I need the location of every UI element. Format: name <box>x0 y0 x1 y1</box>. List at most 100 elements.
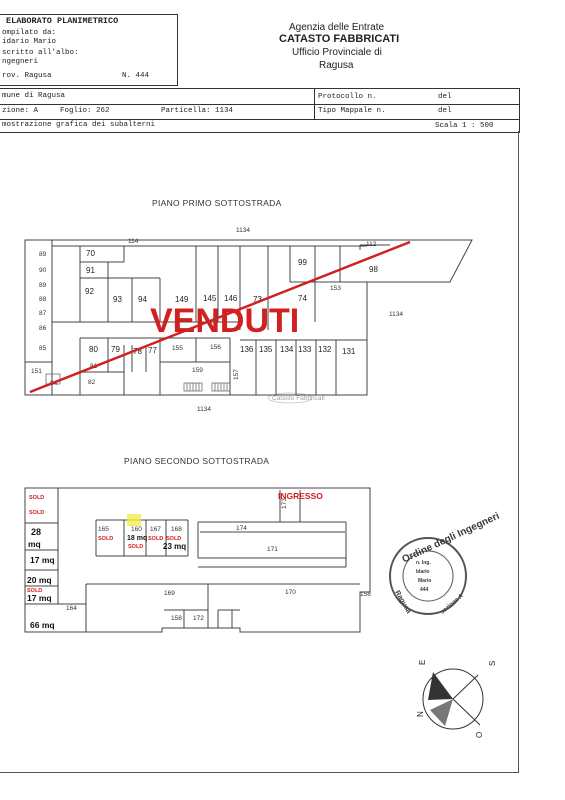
svg-text:153: 153 <box>330 285 341 292</box>
svg-text:112: 112 <box>366 241 377 248</box>
svg-text:SOLD: SOLD <box>128 544 143 550</box>
svg-text:23 mq: 23 mq <box>163 542 186 551</box>
page-frame-right <box>518 131 519 773</box>
province-label: rov. Ragusa <box>2 72 52 80</box>
svg-text:168: 168 <box>171 526 182 533</box>
svg-text:173: 173 <box>281 498 288 509</box>
protocollo-del: del <box>438 93 452 101</box>
svg-text:SOLD: SOLD <box>148 536 163 542</box>
svg-text:89: 89 <box>39 251 47 258</box>
svg-text:146: 146 <box>224 294 238 303</box>
svg-text:Catasto Fabbricati: Catasto Fabbricati <box>272 395 325 402</box>
compiled-name: idario Mario <box>2 38 57 46</box>
plan1-left-labels: 89 90 89 88 87 86 85 151 <box>31 251 47 375</box>
svg-text:20 mq: 20 mq <box>27 575 52 585</box>
plan1-parcel-top: 1134 <box>236 227 250 234</box>
tipo-mappale-label: Tipo Mappale n. <box>318 107 386 115</box>
plan2-highlight <box>127 514 141 526</box>
plan2-outline <box>24 487 371 633</box>
svg-text:O: O <box>475 732 484 738</box>
svg-text:73: 73 <box>253 295 262 304</box>
doc-title: ELABORATO PLANIMETRICO <box>6 16 119 26</box>
info-row-divider-1 <box>0 104 520 105</box>
plan2-annotations: SOLD SOLD INGRESSO 28 mq 17 mq 20 mq SOL… <box>27 491 323 630</box>
plan1-faint-stamp: Catasto Fabbricati <box>267 392 325 404</box>
svg-text:174: 174 <box>236 525 247 532</box>
protocollo-label: Protocollo n. <box>318 93 377 101</box>
svg-text:N: N <box>416 711 425 717</box>
svg-text:E: E <box>418 660 427 665</box>
plan1-parcel-bottom: 1134 <box>197 406 211 413</box>
svg-text:Mario: Mario <box>418 578 431 584</box>
svg-text:159: 159 <box>192 367 203 374</box>
svg-text:mq: mq <box>28 539 41 549</box>
svg-text:85: 85 <box>39 345 47 352</box>
svg-text:66 mq: 66 mq <box>30 620 55 630</box>
svg-text:SOLD: SOLD <box>29 495 44 501</box>
svg-text:134: 134 <box>280 345 294 354</box>
svg-text:172: 172 <box>193 615 204 622</box>
albo-label: scritto all'albo: <box>2 49 79 57</box>
svg-text:114: 114 <box>128 238 139 245</box>
office-city: Ragusa <box>319 60 354 71</box>
svg-text:167: 167 <box>150 526 161 533</box>
plan1-room-labels: 70 91 92 93 94 149 145 146 73 74 99 98 1… <box>50 238 378 387</box>
engineer-stamp: Ordine degli Ingegneri Ragusa n. Ing. Id… <box>389 511 501 616</box>
svg-text:70: 70 <box>86 249 95 258</box>
svg-text:165: 165 <box>98 526 109 533</box>
info-col-divider <box>314 88 315 119</box>
registration-number: N. 444 <box>122 72 150 80</box>
svg-text:SOLD: SOLD <box>98 536 113 542</box>
svg-text:160: 160 <box>131 526 142 533</box>
svg-text:74: 74 <box>298 294 307 303</box>
svg-text:INGRESSO: INGRESSO <box>278 491 323 501</box>
plan1-stairs <box>45 373 231 392</box>
svg-text:88: 88 <box>39 296 47 303</box>
svg-text:77: 77 <box>148 346 157 355</box>
svg-text:18 mq: 18 mq <box>127 535 147 542</box>
office-name: Ufficio Provinciale di <box>292 47 382 58</box>
svg-text:94: 94 <box>138 295 147 304</box>
svg-text:171: 171 <box>267 546 278 553</box>
svg-text:Idario: Idario <box>416 569 430 575</box>
svg-text:SOLD: SOLD <box>29 510 44 516</box>
svg-text:145: 145 <box>203 294 217 303</box>
svg-text:149: 149 <box>175 295 189 304</box>
compiled-label: ompilato da: <box>2 29 57 37</box>
info-row-divider-2 <box>0 119 520 120</box>
plan1-title: PIANO PRIMO SOTTOSTRADA <box>152 198 282 208</box>
svg-text:89: 89 <box>39 282 47 289</box>
svg-text:133: 133 <box>298 345 312 354</box>
albo-value: ngegneri <box>2 58 39 66</box>
svg-text:131: 131 <box>342 347 356 356</box>
svg-text:158: 158 <box>360 591 371 598</box>
svg-text:156: 156 <box>210 344 221 351</box>
svg-text:SOLD: SOLD <box>27 588 42 594</box>
svg-text:80: 80 <box>89 345 98 354</box>
svg-text:SOLD: SOLD <box>166 536 181 542</box>
svg-text:132: 132 <box>318 345 332 354</box>
svg-text:169: 169 <box>164 590 175 597</box>
scale-label: Scala 1 : 500 <box>435 122 494 130</box>
page-frame-bottom <box>0 772 519 773</box>
svg-text:87: 87 <box>39 310 47 317</box>
header-left-box <box>0 14 178 86</box>
svg-text:157: 157 <box>233 369 240 380</box>
svg-text:91: 91 <box>86 266 95 275</box>
compass-rose: E S N O <box>416 660 497 738</box>
dimostrazione-label: mostrazione grafica dei subalterni <box>2 121 156 129</box>
svg-text:28: 28 <box>31 527 41 537</box>
header-info-box <box>0 88 520 133</box>
svg-text:78: 78 <box>133 347 142 356</box>
comune-label: mune di Ragusa <box>2 92 66 100</box>
svg-text:n. Ing.: n. Ing. <box>416 560 431 566</box>
svg-text:17 mq: 17 mq <box>27 593 52 603</box>
particella-label: Particella: 1134 <box>161 107 234 115</box>
svg-text:93: 93 <box>113 295 122 304</box>
svg-text:155: 155 <box>172 345 183 352</box>
plan1-outline <box>24 239 473 396</box>
svg-text:135: 135 <box>259 345 273 354</box>
svg-text:151: 151 <box>31 368 42 375</box>
svg-text:158: 158 <box>171 615 182 622</box>
